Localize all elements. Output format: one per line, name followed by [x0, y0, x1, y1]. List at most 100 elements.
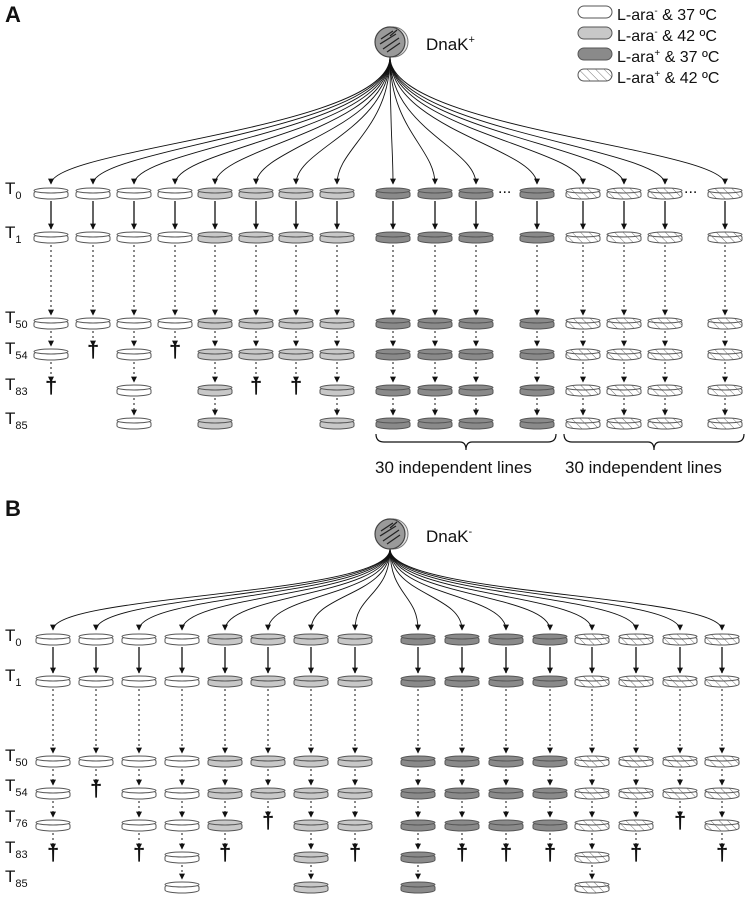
dish-b-4-1 [207, 675, 243, 688]
dish-b-15-3 [704, 787, 740, 800]
dish-a-0-2 [33, 317, 69, 330]
fan-line-a-12 [389, 56, 586, 185]
fan-line-b-6 [308, 548, 391, 631]
dish-a-6-2 [278, 317, 314, 330]
dish-a-7-4 [319, 384, 355, 397]
dish-a-11-0 [519, 187, 555, 200]
dish-b-13-0 [618, 633, 654, 646]
dish-b-15-0 [704, 633, 740, 646]
dish-b-1-1 [78, 675, 114, 688]
dish-b-11-0 [532, 633, 568, 646]
dish-b-6-1 [293, 675, 329, 688]
dish-a-9-4 [417, 384, 453, 397]
dish-b-0-0 [35, 633, 71, 646]
dish-a-15-5 [707, 417, 743, 430]
dish-b-11-4 [532, 819, 568, 832]
fan-line-b-4 [222, 548, 391, 631]
dish-b-7-1 [337, 675, 373, 688]
dish-a-8-5 [375, 417, 411, 430]
dish-b-0-4 [35, 819, 71, 832]
dish-a-7-0 [319, 187, 355, 200]
dish-b-0-3 [35, 787, 71, 800]
dish-b-13-2 [618, 755, 654, 768]
dish-b-4-2 [207, 755, 243, 768]
fan-line-b-12 [389, 548, 595, 631]
dish-a-12-2 [565, 317, 601, 330]
dish-a-15-2 [707, 317, 743, 330]
panel-b-graphics [35, 518, 740, 894]
dish-a-13-0 [606, 187, 642, 200]
dish-a-7-1 [319, 231, 355, 244]
dish-b-4-3 [207, 787, 243, 800]
dish-a-12-3 [565, 348, 601, 361]
dish-b-5-0 [250, 633, 286, 646]
fan-line-a-4 [212, 56, 391, 185]
dish-b-9-4 [444, 819, 480, 832]
fan-line-b-2 [136, 548, 391, 631]
dish-a-8-1 [375, 231, 411, 244]
fan-line-a-10 [389, 56, 479, 185]
dish-a-7-3 [319, 348, 355, 361]
dish-b-6-3 [293, 787, 329, 800]
dish-b-11-1 [532, 675, 568, 688]
dish-a-13-1 [606, 231, 642, 244]
dish-b-8-3 [400, 787, 436, 800]
dish-a-5-0 [238, 187, 274, 200]
dish-a-3-0 [157, 187, 193, 200]
dish-b-14-1 [662, 675, 698, 688]
dish-a-8-0 [375, 187, 411, 200]
dish-b-9-3 [444, 787, 480, 800]
dish-b-6-4 [293, 819, 329, 832]
fan-line-b-1 [93, 548, 391, 631]
dish-b-7-2 [337, 755, 373, 768]
dish-b-13-3 [618, 787, 654, 800]
dish-a-6-3 [278, 348, 314, 361]
dish-b-3-3 [164, 787, 200, 800]
dish-b-0-1 [35, 675, 71, 688]
ancestor-plate-a [374, 26, 409, 58]
dish-a-8-3 [375, 348, 411, 361]
dish-a-12-1 [565, 231, 601, 244]
dish-b-12-0 [574, 633, 610, 646]
dish-a-6-1 [278, 231, 314, 244]
brace-right [563, 433, 745, 451]
dish-b-13-4 [618, 819, 654, 832]
dish-a-4-3 [197, 348, 233, 361]
dish-b-7-0 [337, 633, 373, 646]
dish-a-10-2 [458, 317, 494, 330]
dish-a-14-3 [647, 348, 683, 361]
dish-a-12-5 [565, 417, 601, 430]
dish-b-6-0 [293, 633, 329, 646]
dish-b-1-2 [78, 755, 114, 768]
dish-b-3-4 [164, 819, 200, 832]
dish-b-4-0 [207, 633, 243, 646]
dish-a-4-5 [197, 417, 233, 430]
dish-b-2-4 [121, 819, 157, 832]
dish-a-11-1 [519, 231, 555, 244]
dish-b-14-2 [662, 755, 698, 768]
dish-a-5-1 [238, 231, 274, 244]
dish-b-8-0 [400, 633, 436, 646]
dish-b-8-5 [400, 851, 436, 864]
dish-b-14-0 [662, 633, 698, 646]
dish-a-2-0 [116, 187, 152, 200]
dish-a-9-5 [417, 417, 453, 430]
dish-b-5-2 [250, 755, 286, 768]
dish-b-2-3 [121, 787, 157, 800]
dish-b-1-0 [78, 633, 114, 646]
fan-line-b-13 [389, 548, 639, 631]
fan-line-a-1 [90, 56, 391, 185]
dish-b-7-3 [337, 787, 373, 800]
dish-b-11-3 [532, 787, 568, 800]
dish-a-3-1 [157, 231, 193, 244]
fan-line-a-11 [389, 56, 540, 185]
fan-line-a-9 [389, 56, 438, 185]
dish-a-9-3 [417, 348, 453, 361]
dish-a-2-1 [116, 231, 152, 244]
fan-line-a-6 [293, 56, 391, 185]
dish-a-15-1 [707, 231, 743, 244]
fan-line-a-8 [389, 56, 396, 185]
dish-b-3-1 [164, 675, 200, 688]
dish-a-8-4 [375, 384, 411, 397]
dish-a-1-0 [75, 187, 111, 200]
